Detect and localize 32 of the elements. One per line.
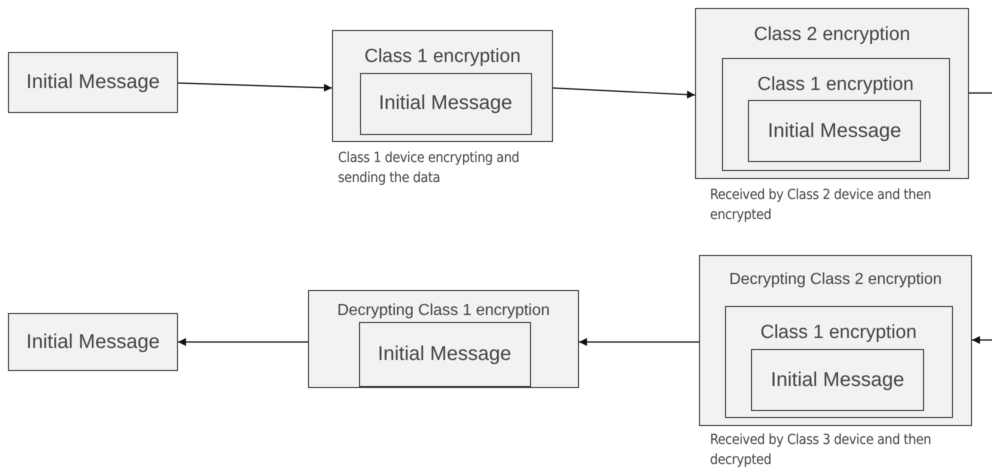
arrow: [178, 338, 308, 346]
box-label: Initial Message: [768, 118, 902, 142]
nested-box: [724, 306, 952, 418]
container-box: [695, 8, 969, 179]
box-label: Decrypting Class 1 encryption: [337, 301, 550, 321]
arrow: [552, 87, 696, 99]
message-box: [8, 313, 178, 371]
box-label: Class 1 encryption: [760, 320, 917, 344]
box-label: Initial Message: [26, 330, 160, 354]
box-label: Class 1 encryption: [757, 72, 914, 96]
box-label: Class 1 encryption: [364, 45, 521, 68]
message-box: [358, 322, 530, 386]
box-label: Initial Message: [26, 70, 160, 94]
box-label: Initial Message: [378, 342, 512, 366]
message-box: [751, 349, 924, 411]
box-label: Class 2 encryption: [754, 23, 910, 46]
arrow: [178, 82, 332, 92]
box-label: Decrypting Class 2 encryption: [729, 270, 942, 290]
arrow: [579, 338, 699, 346]
message-box: [360, 72, 532, 134]
box-label: Initial Message: [770, 368, 904, 392]
box-label: Initial Message: [378, 91, 512, 115]
container-box: [699, 255, 972, 426]
caption-text: Received by Class 2 device and then encrypted: [710, 186, 932, 225]
nested-box: [722, 58, 950, 170]
arrow: [972, 336, 992, 344]
message-box: [748, 100, 921, 162]
container-box: [332, 30, 553, 142]
caption-text: Class 1 device encrypting and sending the data: [338, 149, 520, 188]
caption-text: Received by Class 3 device and then decrypted: [710, 431, 932, 470]
container-box: [308, 290, 579, 388]
message-box: [8, 52, 178, 113]
